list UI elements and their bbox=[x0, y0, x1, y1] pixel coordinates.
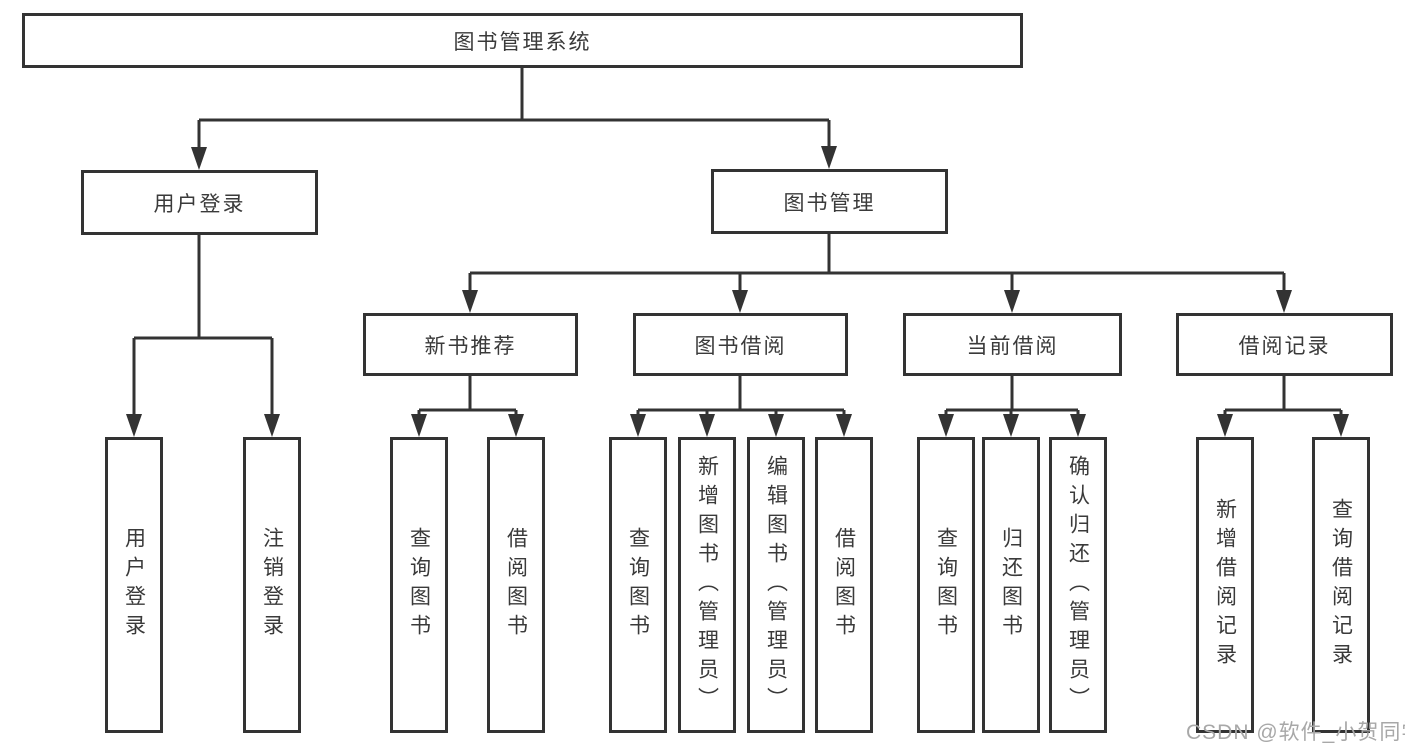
leaf-query-borrow-record: 查询借阅记录 bbox=[1312, 437, 1370, 733]
node-label: 图书借阅 bbox=[694, 334, 787, 358]
node-label: 当前借阅 bbox=[966, 334, 1059, 358]
leaf-query-books-recommend: 查询图书 bbox=[390, 437, 448, 733]
leaf-query-books-current: 查询图书 bbox=[917, 437, 975, 733]
watermark-text: CSDN @软件_小贺同学 bbox=[1186, 721, 1405, 744]
leaf-add-borrow-record: 新增借阅记录 bbox=[1196, 437, 1254, 733]
leaf-label: 新增图书（管理员） bbox=[695, 454, 719, 716]
leaf-label: 新增借阅记录 bbox=[1213, 498, 1237, 672]
connector-arrowheads bbox=[126, 146, 1349, 437]
node-book-borrow: 图书借阅 bbox=[633, 313, 848, 376]
leaf-query-books-borrow: 查询图书 bbox=[609, 437, 667, 733]
leaf-label: 用户登录 bbox=[122, 527, 146, 643]
leaf-label: 查询借阅记录 bbox=[1329, 498, 1353, 672]
leaf-label: 查询图书 bbox=[626, 527, 650, 643]
node-book-management: 图书管理 bbox=[711, 169, 948, 234]
node-label: 借阅记录 bbox=[1238, 334, 1331, 358]
node-current-borrow: 当前借阅 bbox=[903, 313, 1122, 376]
node-label: 图书管理 bbox=[783, 191, 876, 215]
leaf-label: 归还图书 bbox=[999, 527, 1023, 643]
node-label: 新书推荐 bbox=[424, 334, 517, 358]
leaf-label: 借阅图书 bbox=[832, 527, 856, 643]
leaf-add-book-admin: 新增图书（管理员） bbox=[678, 437, 736, 733]
leaf-confirm-return-admin: 确认归还（管理员） bbox=[1049, 437, 1107, 733]
leaf-label: 编辑图书（管理员） bbox=[764, 454, 788, 716]
node-library-management-system: 图书管理系统 bbox=[22, 13, 1023, 68]
node-new-book-recommend: 新书推荐 bbox=[363, 313, 578, 376]
leaf-return-books: 归还图书 bbox=[982, 437, 1040, 733]
leaf-label: 注销登录 bbox=[260, 527, 284, 643]
node-borrow-records: 借阅记录 bbox=[1176, 313, 1393, 376]
leaf-user-login: 用户登录 bbox=[105, 437, 163, 733]
leaf-label: 确认归还（管理员） bbox=[1066, 454, 1090, 716]
node-label: 图书管理系统 bbox=[453, 30, 592, 54]
node-user-login: 用户登录 bbox=[81, 170, 318, 235]
leaf-logout: 注销登录 bbox=[243, 437, 301, 733]
leaf-borrow-books: 借阅图书 bbox=[815, 437, 873, 733]
leaf-label: 查询图书 bbox=[407, 527, 431, 643]
leaf-label: 借阅图书 bbox=[504, 527, 528, 643]
leaf-borrow-books-recommend: 借阅图书 bbox=[487, 437, 545, 733]
leaf-edit-book-admin: 编辑图书（管理员） bbox=[747, 437, 805, 733]
leaf-label: 查询图书 bbox=[934, 527, 958, 643]
node-label: 用户登录 bbox=[153, 192, 246, 216]
